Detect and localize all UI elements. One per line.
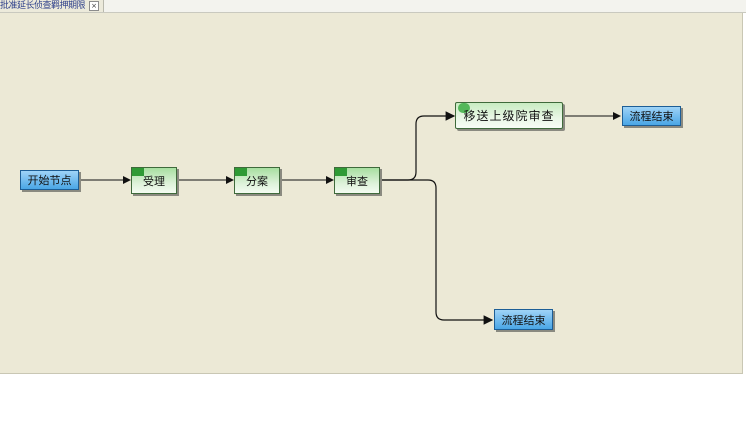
node-end-top-label: 流程结束 xyxy=(629,110,674,123)
node-assign-label: 分案 xyxy=(246,174,268,188)
node-accept-label: 受理 xyxy=(143,174,165,188)
node-transfer-label: 移送上级院审查 xyxy=(463,109,555,123)
connector-layer xyxy=(80,111,621,325)
subprocess-marker xyxy=(458,103,470,113)
node-end-top[interactable]: 流程结束 xyxy=(622,106,681,126)
node-end-bottom-label: 流程结束 xyxy=(501,313,546,327)
node-review-label: 审查 xyxy=(346,174,368,188)
node-transfer-subprocess[interactable]: 移送上级院审查 xyxy=(455,102,563,129)
node-accept[interactable]: 受理 xyxy=(131,167,177,194)
node-accept-marker xyxy=(132,168,144,176)
node-review[interactable]: 审查 xyxy=(334,167,380,194)
close-icon[interactable]: × xyxy=(89,1,100,11)
tab-title[interactable]: 批准延长侦查羁押期限 xyxy=(0,1,86,11)
node-end-bottom[interactable]: 流程结束 xyxy=(494,309,553,330)
tab-workflow[interactable]: 批准延长侦查羁押期限 × xyxy=(0,0,105,12)
connector-review-end-bottom xyxy=(380,179,494,325)
node-assign-marker xyxy=(235,168,247,176)
tab-bar: 批准延长侦查羁押期限 × xyxy=(0,0,746,13)
node-start-label: 开始节点 xyxy=(27,174,72,187)
node-start[interactable]: 开始节点 xyxy=(20,170,79,190)
node-review-marker xyxy=(335,168,347,176)
connector-review-transfer xyxy=(380,111,456,181)
node-assign[interactable]: 分案 xyxy=(234,167,280,194)
workflow-canvas: 开始节点 受理 分案 审查 移送上级院审查 流程结束 流程结束 xyxy=(0,13,743,374)
